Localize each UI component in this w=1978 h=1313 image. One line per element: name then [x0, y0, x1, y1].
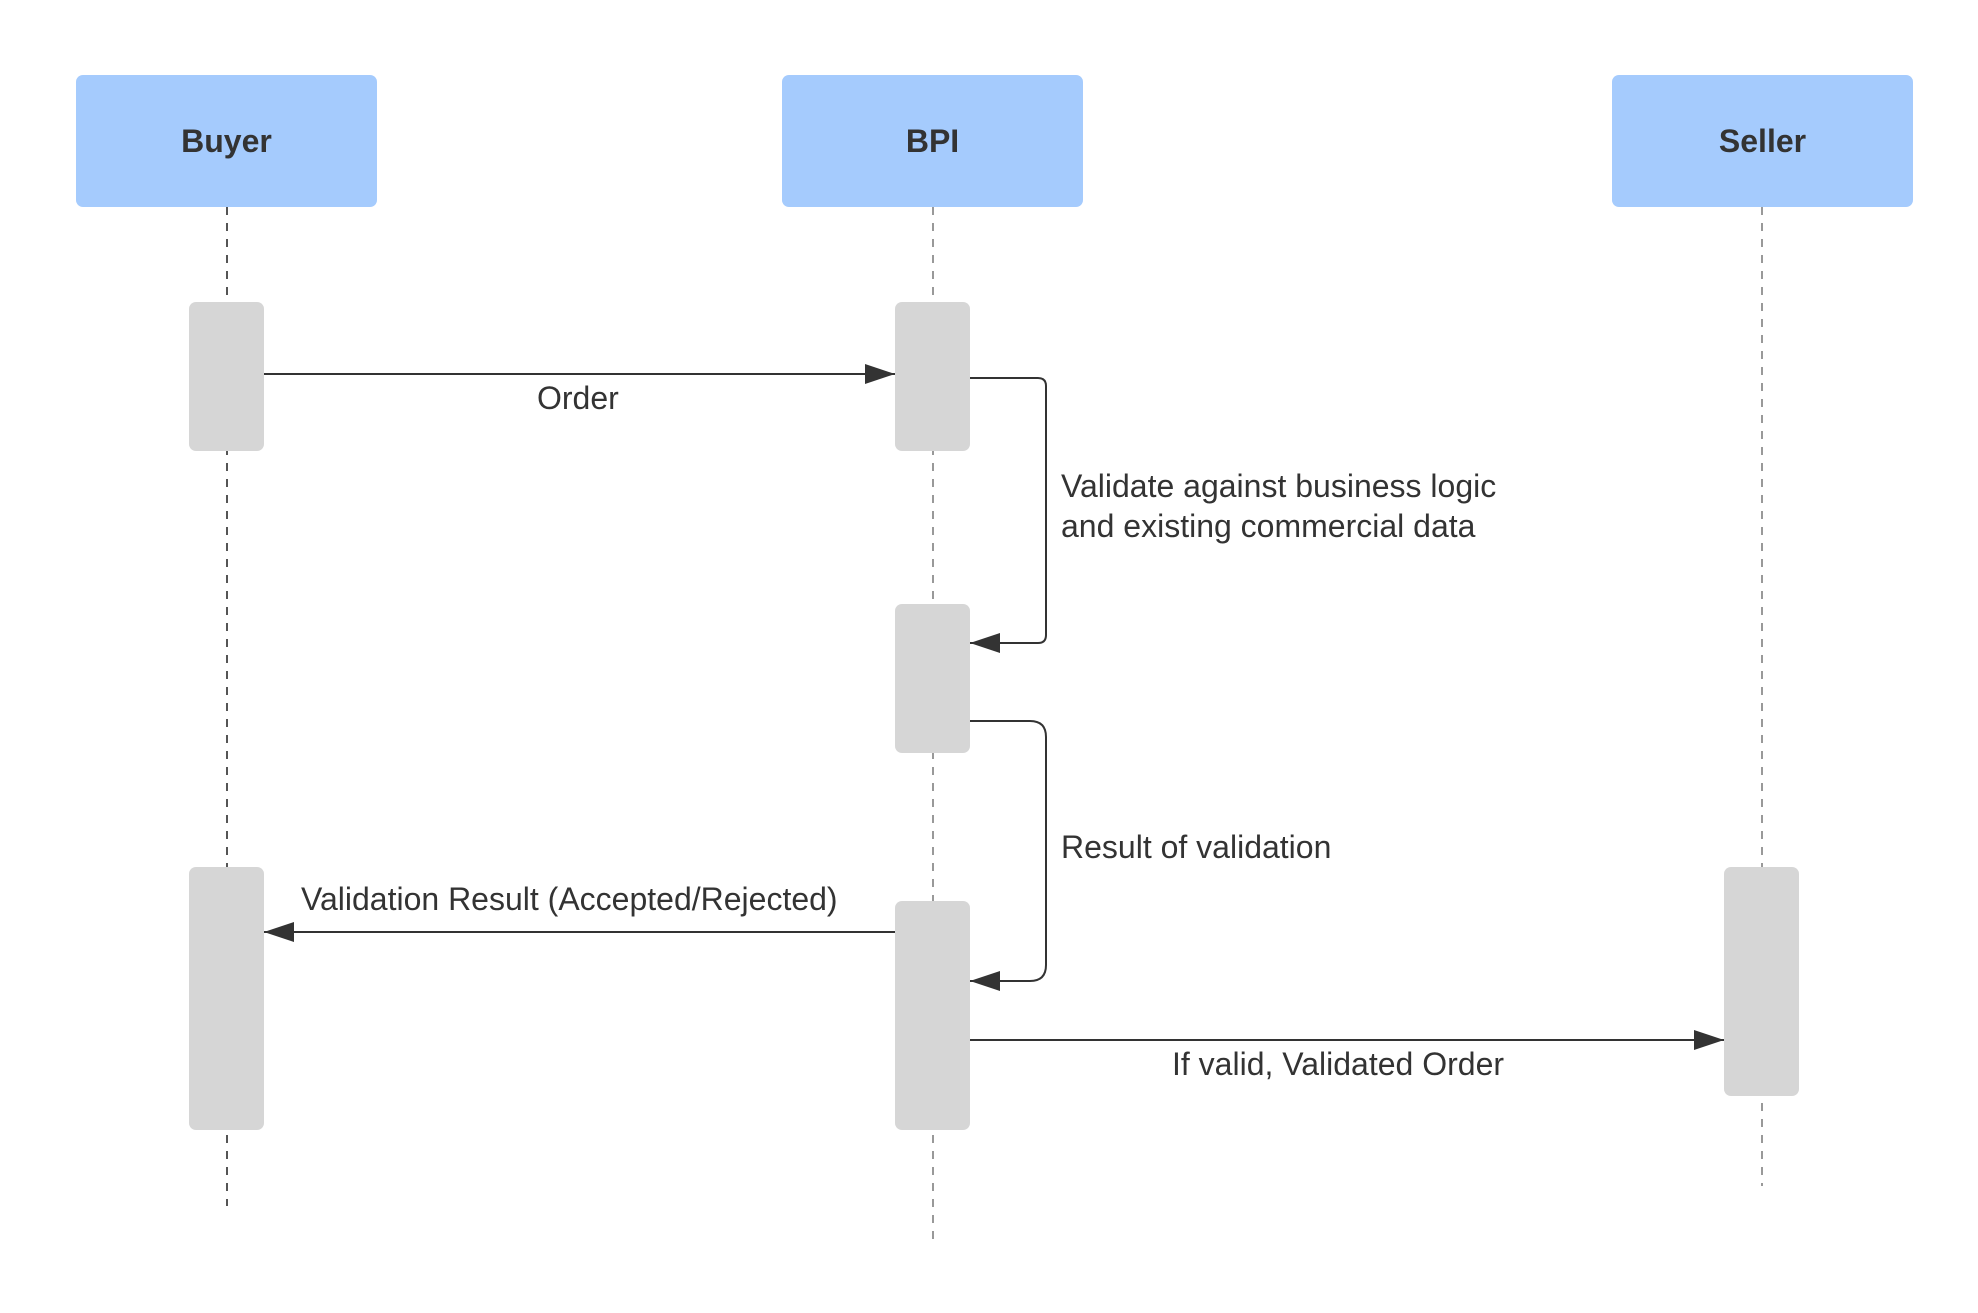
bpi-activation-1 — [895, 302, 970, 451]
validation-result-label: Validation Result (Accepted/Rejected) — [301, 881, 838, 917]
bpi-activation-2 — [895, 604, 970, 753]
buyer-activation-1 — [189, 302, 264, 451]
actor-buyer: Buyer — [76, 75, 377, 207]
validated-order-label: If valid, Validated Order — [1172, 1046, 1505, 1082]
result-self-arrow — [940, 711, 1047, 991]
actor-seller: Seller — [1612, 75, 1913, 207]
validate-label-line1: Validate against business logic — [1061, 468, 1497, 504]
buyer-activation-2 — [189, 867, 264, 1130]
validate-self-arrow — [970, 377, 1047, 653]
actor-bpi: BPI — [782, 75, 1083, 207]
validate-label-line2: and existing commercial data — [1061, 508, 1476, 544]
result-label: Result of validation — [1061, 829, 1332, 865]
seller-activation — [1724, 867, 1799, 1096]
bpi-activation-3 — [895, 901, 970, 1130]
order-label: Order — [537, 380, 619, 416]
